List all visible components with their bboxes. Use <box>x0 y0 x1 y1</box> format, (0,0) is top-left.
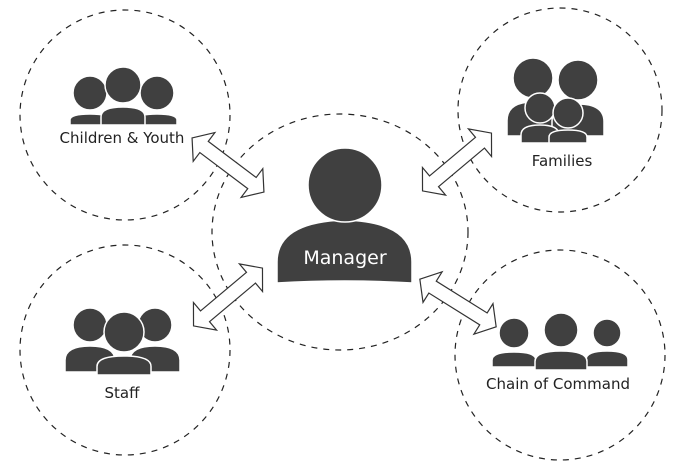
families-circle <box>457 7 663 213</box>
double-arrow-families <box>421 128 493 196</box>
officer-person-icon <box>491 317 537 368</box>
families-label: Families <box>532 152 593 170</box>
double-arrow-staff <box>192 263 264 331</box>
staff-label: Staff <box>105 384 141 402</box>
officer-person-icon <box>585 318 629 368</box>
double-arrow-chain-of-command <box>419 270 497 336</box>
staff-circle <box>19 244 231 456</box>
double-arrow-children-youth <box>191 131 265 199</box>
chain-of-command-label: Chain of Command <box>486 375 630 393</box>
chain-of-command-circle <box>454 249 666 461</box>
children-youth-label: Children & Youth <box>60 129 185 147</box>
manager-label: Manager <box>303 247 386 269</box>
manager-circle <box>211 113 469 351</box>
manager-person-icon <box>276 147 413 284</box>
commander-person-icon <box>534 312 588 371</box>
staff-person-icon <box>96 311 152 376</box>
children-youth-circle <box>19 9 231 221</box>
staff-person-icon <box>64 307 116 373</box>
kid-person-icon <box>548 97 588 144</box>
child-person-icon <box>69 75 111 126</box>
youth-person-icon <box>100 66 146 126</box>
